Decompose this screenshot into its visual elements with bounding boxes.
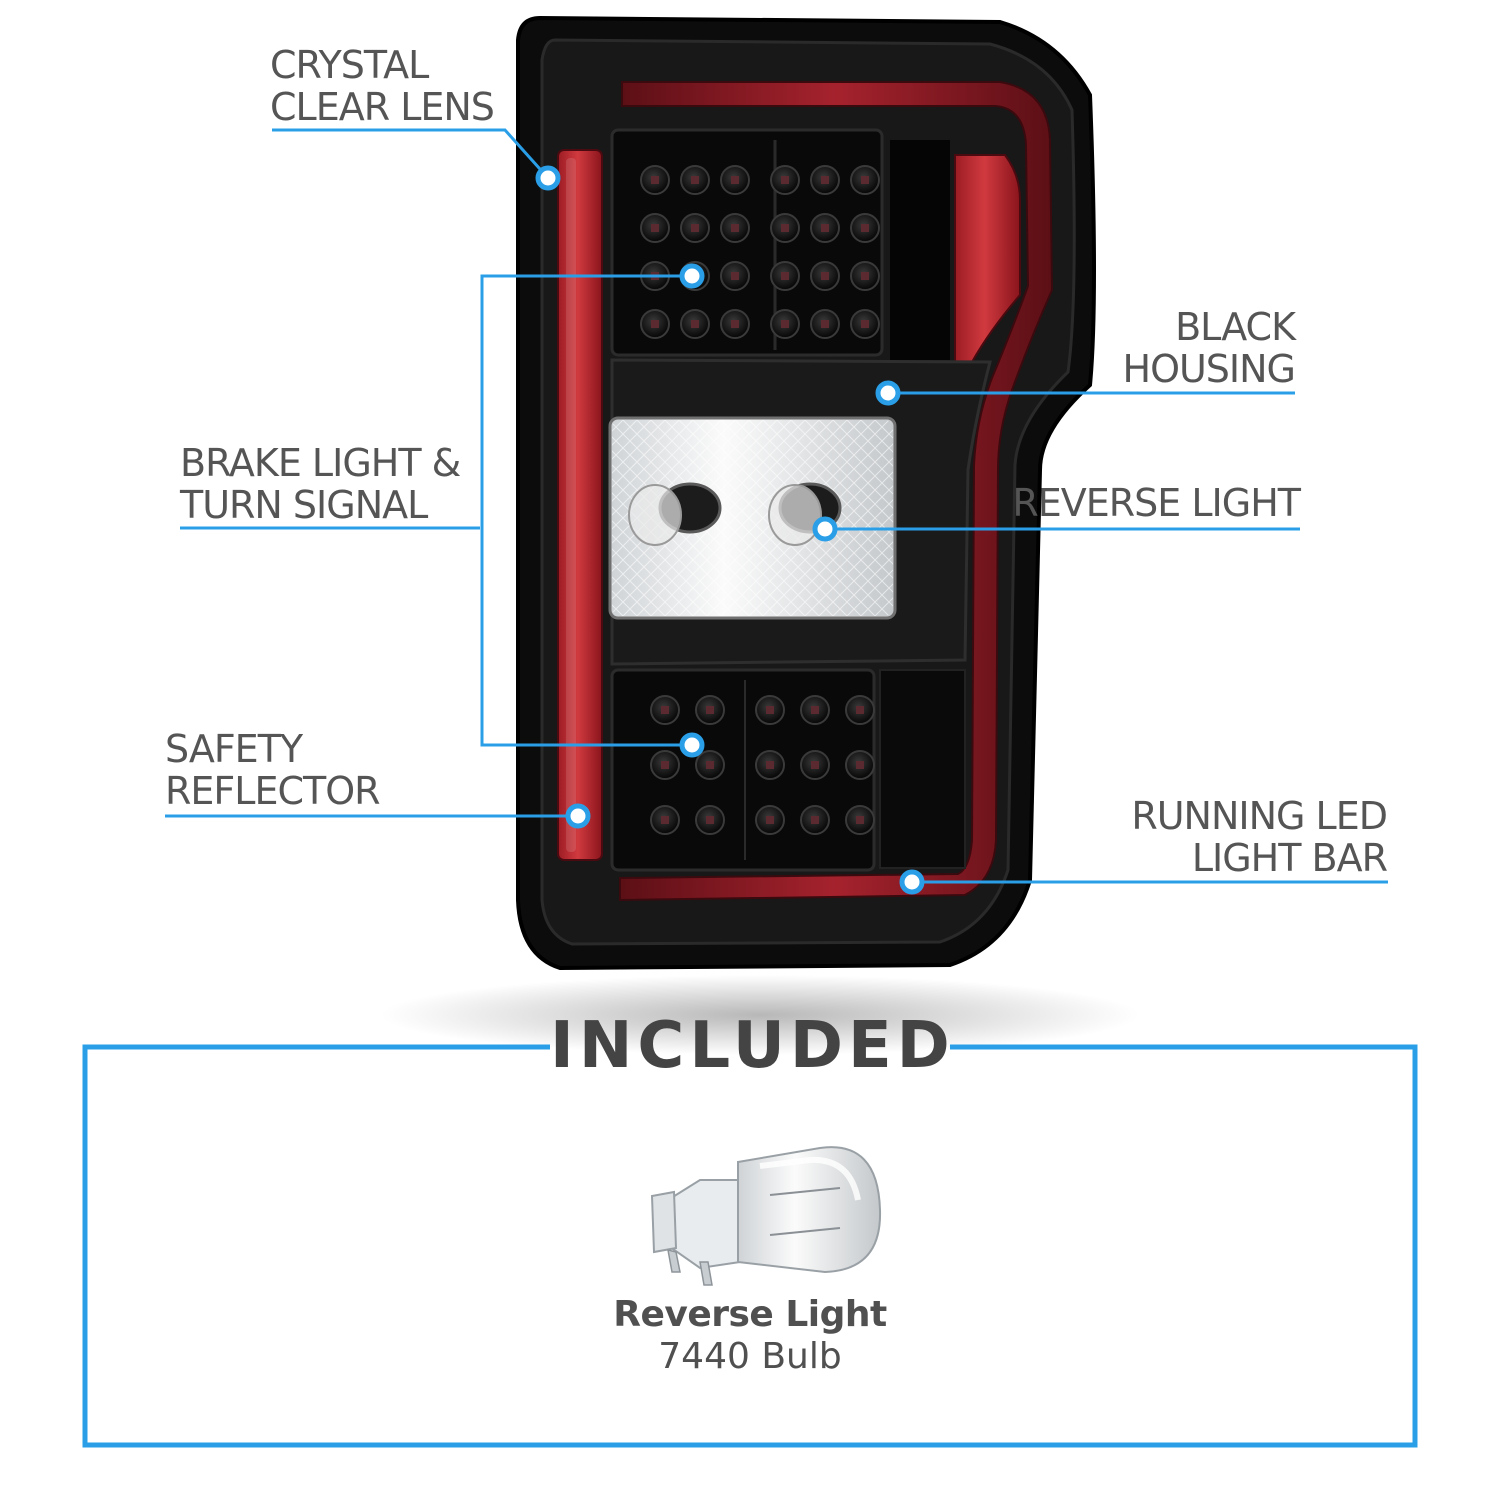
brake-turn-bracket bbox=[480, 274, 692, 747]
label-line: CRYSTAL bbox=[270, 43, 429, 87]
led-chip bbox=[811, 706, 819, 714]
led-chip bbox=[781, 272, 789, 280]
led-chip bbox=[861, 320, 869, 328]
led-chip bbox=[811, 816, 819, 824]
reverse-light-dot bbox=[812, 516, 838, 542]
included-item-name: Reverse Light bbox=[613, 1294, 887, 1335]
label-line: CLEAR LENS bbox=[270, 85, 495, 129]
led-chip bbox=[766, 816, 774, 824]
led-chip bbox=[661, 761, 669, 769]
led-chip bbox=[706, 816, 714, 824]
led-chip bbox=[821, 272, 829, 280]
led-chip bbox=[651, 320, 659, 328]
label-line: LIGHT BAR bbox=[1191, 836, 1388, 880]
led-chip bbox=[856, 761, 864, 769]
led-chip bbox=[706, 761, 714, 769]
led-chip bbox=[651, 176, 659, 184]
included-box-frame bbox=[82, 1044, 1418, 1448]
crystal-lens-dot bbox=[535, 165, 561, 191]
led-chip bbox=[811, 761, 819, 769]
led-chip bbox=[691, 224, 699, 232]
safety-reflector-strip bbox=[557, 149, 603, 861]
led-chip bbox=[821, 320, 829, 328]
led-chip bbox=[781, 320, 789, 328]
label-line: SAFETY bbox=[165, 727, 303, 771]
reflector-highlight bbox=[566, 158, 576, 852]
led-chip bbox=[856, 706, 864, 714]
black-housing-dot bbox=[875, 380, 901, 406]
label-black-housing: BLACK HOUSING bbox=[1123, 306, 1296, 390]
label-running-led-light-bar: RUNNING LED LIGHT BAR bbox=[1131, 794, 1388, 880]
led-chip bbox=[731, 272, 739, 280]
led-chip bbox=[731, 224, 739, 232]
led-chip bbox=[661, 816, 669, 824]
upper-led-dot bbox=[679, 263, 705, 289]
led-chip bbox=[731, 176, 739, 184]
led-chip bbox=[766, 706, 774, 714]
led-chip bbox=[781, 224, 789, 232]
floor-shadow bbox=[380, 975, 1140, 1055]
label-line: HOUSING bbox=[1122, 347, 1296, 391]
label-line: TURN SIGNAL bbox=[180, 483, 428, 527]
label-brake-turn-signal: BRAKE LIGHT & TURN SIGNAL bbox=[180, 441, 461, 527]
label-reverse-light: REVERSE LIGHT bbox=[1012, 481, 1301, 525]
label-line: REVERSE LIGHT bbox=[1012, 481, 1301, 525]
bulb-7440-image bbox=[650, 1146, 882, 1286]
upper-red-lens bbox=[954, 154, 1021, 363]
led-chip bbox=[861, 272, 869, 280]
led-chip bbox=[821, 224, 829, 232]
included-item-type: 7440 Bulb bbox=[658, 1336, 842, 1377]
label-crystal-clear-lens: CRYSTAL CLEAR LENS bbox=[270, 43, 495, 129]
crystal-lens-leader bbox=[272, 128, 550, 180]
callout-lines bbox=[165, 128, 1388, 884]
led-chip bbox=[861, 176, 869, 184]
label-safety-reflector: SAFETY REFLECTOR bbox=[165, 727, 381, 813]
lower-led-array bbox=[650, 695, 875, 835]
led-chip bbox=[861, 224, 869, 232]
led-chip bbox=[706, 706, 714, 714]
safety-reflector-dot bbox=[565, 803, 591, 829]
callout-dots bbox=[535, 165, 925, 895]
led-chip bbox=[766, 761, 774, 769]
led-chip bbox=[821, 176, 829, 184]
led-chip bbox=[661, 706, 669, 714]
label-line: BRAKE LIGHT & bbox=[180, 441, 461, 485]
lower-led-dot bbox=[679, 732, 705, 758]
led-chip bbox=[731, 320, 739, 328]
label-line: REFLECTOR bbox=[165, 769, 381, 813]
label-line: BLACK bbox=[1175, 305, 1296, 349]
led-chip bbox=[856, 816, 864, 824]
led-chip bbox=[691, 176, 699, 184]
running-led-bar bbox=[619, 81, 1054, 902]
included-heading: INCLUDED bbox=[550, 1009, 955, 1083]
led-chip bbox=[651, 224, 659, 232]
led-chip bbox=[781, 176, 789, 184]
led-chip bbox=[691, 320, 699, 328]
label-line: RUNNING LED bbox=[1131, 794, 1388, 838]
running-led-dot bbox=[899, 869, 925, 895]
